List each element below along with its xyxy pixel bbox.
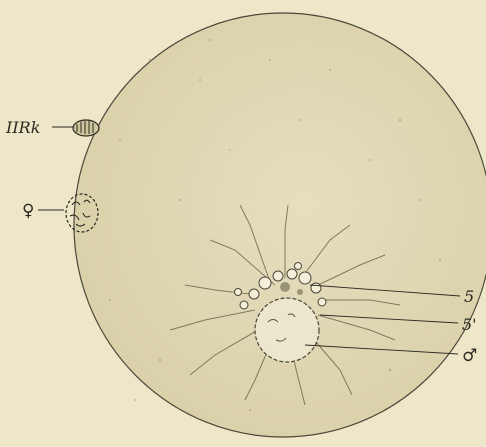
label-aster-5-prime: 5' (462, 315, 477, 334)
label-aster-5: 5 (464, 287, 474, 306)
male-pronucleus (255, 298, 319, 362)
egg-cell (74, 13, 486, 437)
polar-body (73, 120, 99, 136)
label-female-pronucleus: ♀ (22, 201, 34, 221)
label-male-pronucleus: ♂ (462, 346, 477, 366)
label-polar-body: IIRk (5, 118, 40, 137)
